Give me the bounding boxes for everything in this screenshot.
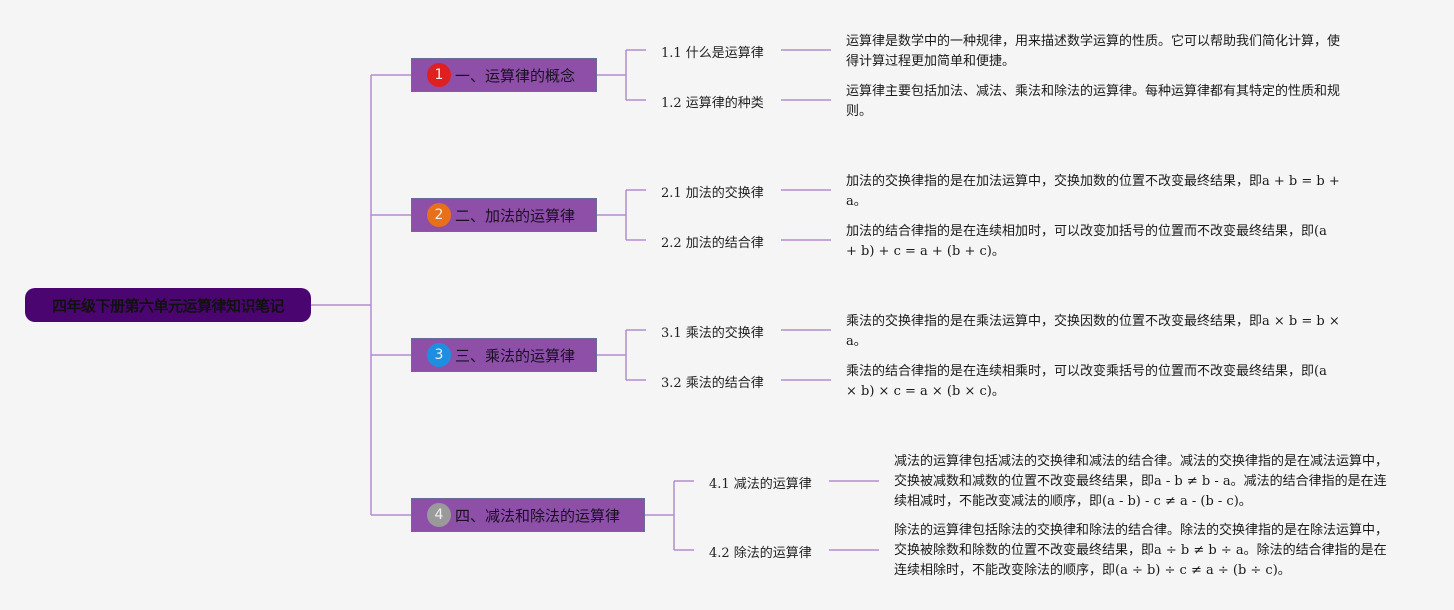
connector-subs-3 (597, 329, 646, 381)
number-badge-1: 1 (427, 63, 451, 87)
number-badge-4: 4 (427, 503, 451, 527)
branch-label-1: 一、运算律的概念 (455, 66, 576, 85)
connector-descs-1 (781, 49, 831, 101)
desc-node-4-2: 除法的运算律包括除法的交换律和除法的结合律。除法的交换律指的是在除法运算中，交换… (894, 523, 1389, 578)
connector-subs-1 (597, 49, 646, 101)
branch-label-2: 二、加法的运算律 (455, 206, 576, 225)
sub-node-1-1[interactable]: 1.1 什么是运算律 (661, 46, 764, 61)
connector-subs-4 (645, 480, 694, 551)
branch-node-3[interactable]: 3 三、乘法的运算律 (411, 338, 597, 372)
branch-label-4: 四、减法和除法的运算律 (455, 506, 621, 525)
sub-node-2-2[interactable]: 2.2 加法的结合律 (661, 236, 764, 251)
desc-node-3-1: 乘法的交换律指的是在乘法运算中，交换因数的位置不改变最终结果，即a × b = … (846, 314, 1340, 349)
number-badge-2: 2 (427, 203, 451, 227)
root-title: 四年级下册第六单元运算律知识笔记 (51, 296, 285, 315)
sub-node-2-1[interactable]: 2.1 加法的交换律 (661, 186, 764, 201)
sub-node-4-1[interactable]: 4.1 减法的运算律 (709, 477, 812, 492)
sub-node-3-2[interactable]: 3.2 乘法的结合律 (661, 376, 764, 391)
connector-descs-4 (829, 480, 879, 551)
desc-node-1-2: 运算律主要包括加法、减法、乘法和除法的运算律。每种运算律都有其特定的性质和规则。 (846, 84, 1341, 119)
branch-node-4[interactable]: 4 四、减法和除法的运算律 (411, 498, 645, 532)
number-badge-3: 3 (427, 343, 451, 367)
desc-node-1-1: 运算律是数学中的一种规律，用来描述数学运算的性质。它可以帮助我们简化计算，使得计… (846, 34, 1341, 69)
branch-node-2[interactable]: 2 二、加法的运算律 (411, 198, 597, 232)
desc-node-2-2: 加法的结合律指的是在连续相加时，可以改变加括号的位置而不改变最终结果，即(a +… (846, 224, 1327, 259)
desc-node-2-1: 加法的交换律指的是在加法运算中，交换加数的位置不改变最终结果，即a + b = … (846, 174, 1340, 209)
sub-node-3-1[interactable]: 3.1 乘法的交换律 (661, 326, 764, 341)
connector-descs-2 (781, 189, 831, 241)
branch-node-1[interactable]: 1 一、运算律的概念 (411, 58, 597, 92)
sub-node-1-2[interactable]: 1.2 运算律的种类 (661, 96, 764, 111)
root-node[interactable]: 四年级下册第六单元运算律知识笔记 (25, 288, 311, 322)
connector-descs-3 (781, 329, 831, 381)
desc-node-3-2: 乘法的结合律指的是在连续相乘时，可以改变乘括号的位置而不改变最终结果，即(a ×… (846, 364, 1327, 399)
sub-node-4-2[interactable]: 4.2 除法的运算律 (709, 546, 812, 561)
connector-subs-2 (597, 189, 646, 241)
branch-label-3: 三、乘法的运算律 (455, 346, 576, 365)
desc-node-4-1: 减法的运算律包括减法的交换律和减法的结合律。减法的交换律指的是在减法运算中，交换… (894, 454, 1389, 509)
